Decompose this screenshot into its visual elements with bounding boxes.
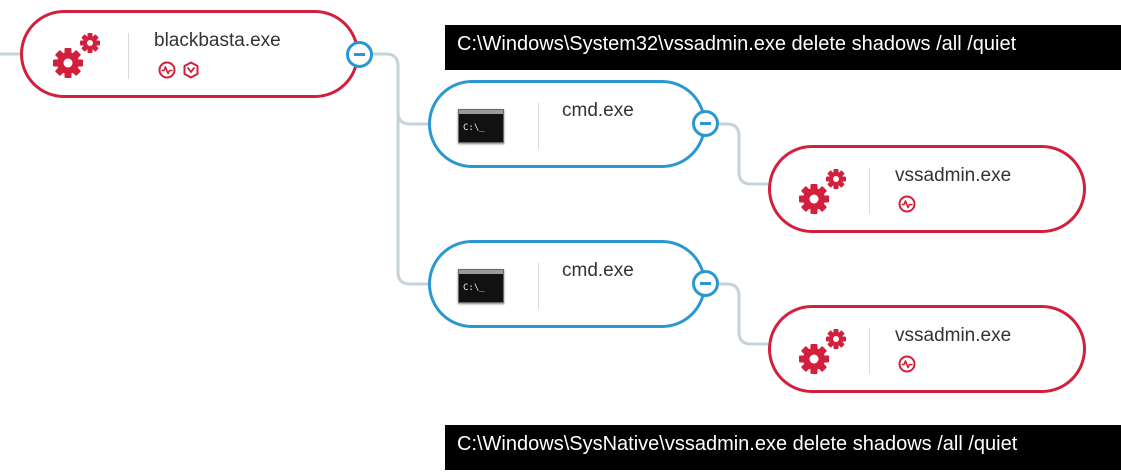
process-name: cmd.exe	[562, 100, 634, 121]
process-node-cmd-2[interactable]: C:\_ cmd.exe	[428, 240, 706, 328]
edge-cmd-2-to-vss-2	[719, 282, 768, 346]
node-divider	[538, 263, 539, 309]
node-divider	[869, 168, 870, 214]
badge-row	[158, 61, 200, 79]
gears-icon	[51, 31, 103, 86]
activity-icon[interactable]	[898, 355, 916, 373]
collapse-toggle-root[interactable]	[346, 41, 373, 68]
process-node-blackbasta[interactable]: blackbasta.exe	[20, 10, 359, 98]
node-divider	[869, 328, 870, 374]
badge-row	[898, 355, 916, 373]
process-node-vssadmin-2[interactable]: vssadmin.exe	[768, 305, 1086, 393]
badge-row	[898, 195, 916, 213]
collapse-toggle-cmd-1[interactable]	[692, 110, 719, 137]
console-icon: C:\_	[458, 269, 504, 303]
node-divider	[128, 33, 129, 79]
hexagon-alert-icon[interactable]	[182, 61, 200, 79]
console-icon: C:\_	[458, 109, 504, 143]
command-line-tooltip-bottom: C:\Windows\SysNative\vssadmin.exe delete…	[445, 425, 1121, 470]
command-line-tooltip-top: C:\Windows\System32\vssadmin.exe delete …	[445, 25, 1121, 70]
activity-icon[interactable]	[158, 61, 176, 79]
process-name: vssadmin.exe	[895, 325, 1012, 346]
activity-icon[interactable]	[898, 195, 916, 213]
edge-root-to-cmd-1	[372, 52, 428, 126]
process-node-cmd-1[interactable]: C:\_ cmd.exe	[428, 80, 706, 168]
collapse-toggle-cmd-2[interactable]	[692, 270, 719, 297]
process-name: vssadmin.exe	[895, 165, 1012, 186]
process-name: cmd.exe	[562, 260, 634, 281]
process-node-vssadmin-1[interactable]: vssadmin.exe	[768, 145, 1086, 233]
gears-icon	[797, 327, 849, 382]
process-name: blackbasta.exe	[154, 30, 281, 51]
gears-icon	[797, 167, 849, 222]
node-divider	[538, 103, 539, 149]
edge-cmd-1-to-vss-1	[719, 122, 768, 186]
edge-root-to-cmd-2	[396, 112, 428, 286]
